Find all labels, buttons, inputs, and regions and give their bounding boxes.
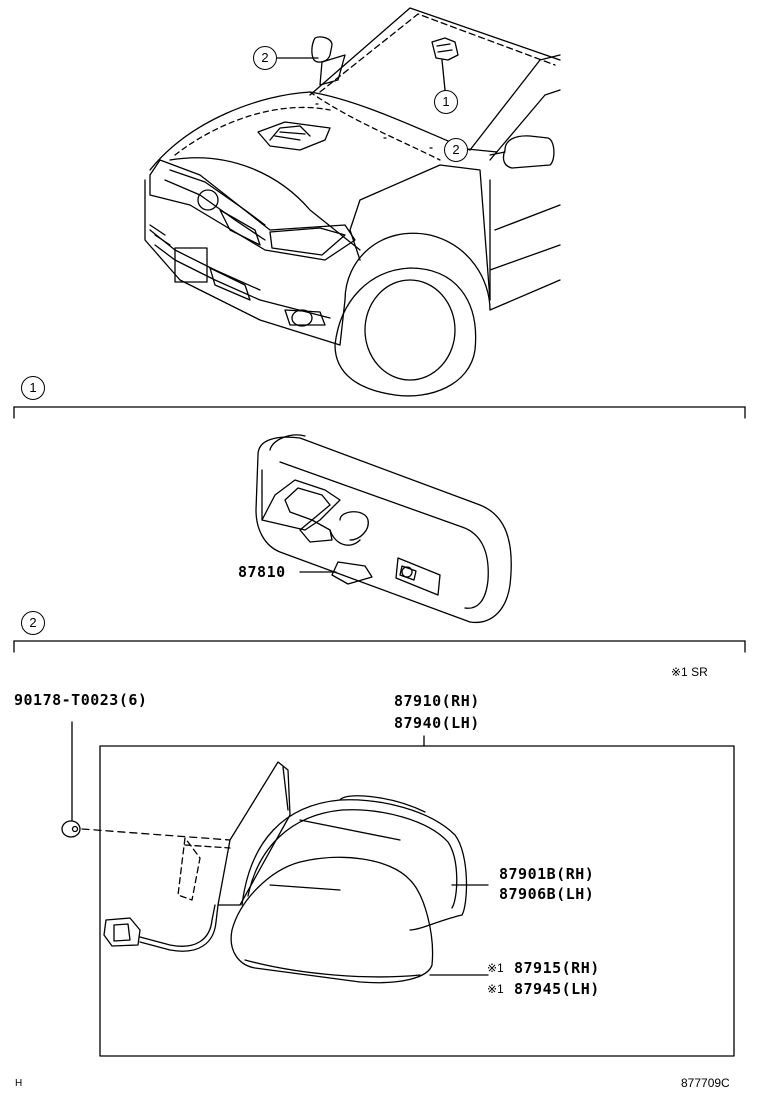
part-cover-lh: 87945(LH) [514, 980, 600, 998]
diagram-code: 877709C [681, 1076, 730, 1090]
part-mirror-assy-lh: 87940(LH) [394, 714, 480, 732]
callout-inner-mirror: 1 [434, 90, 458, 114]
callout-outer-mirror-upper: 2 [253, 46, 277, 70]
part-inner-mirror-cover: 87810 [238, 563, 286, 581]
part-glass-rh: 87901B(RH) [499, 865, 595, 883]
note-sr: ※1 SR [671, 665, 708, 679]
section-marker-1: 1 [21, 376, 45, 400]
part-clip: 90178-T0023(6) [14, 691, 148, 709]
part-cover-lh-mark: ※1 [487, 982, 504, 996]
part-glass-lh: 87906B(LH) [499, 885, 595, 903]
part-cover-rh-mark: ※1 [487, 961, 504, 975]
outer-mirror-illustration [61, 721, 735, 1057]
part-mirror-assy-rh: 87910(RH) [394, 692, 480, 710]
callout-outer-mirror-lower: 2 [444, 138, 468, 162]
vehicle-illustration [144, 7, 561, 397]
section-marker-2: 2 [21, 611, 45, 635]
inner-mirror-illustration [255, 434, 512, 624]
footer-left-mark: H [15, 1078, 23, 1089]
part-cover-rh: 87915(RH) [514, 959, 600, 977]
